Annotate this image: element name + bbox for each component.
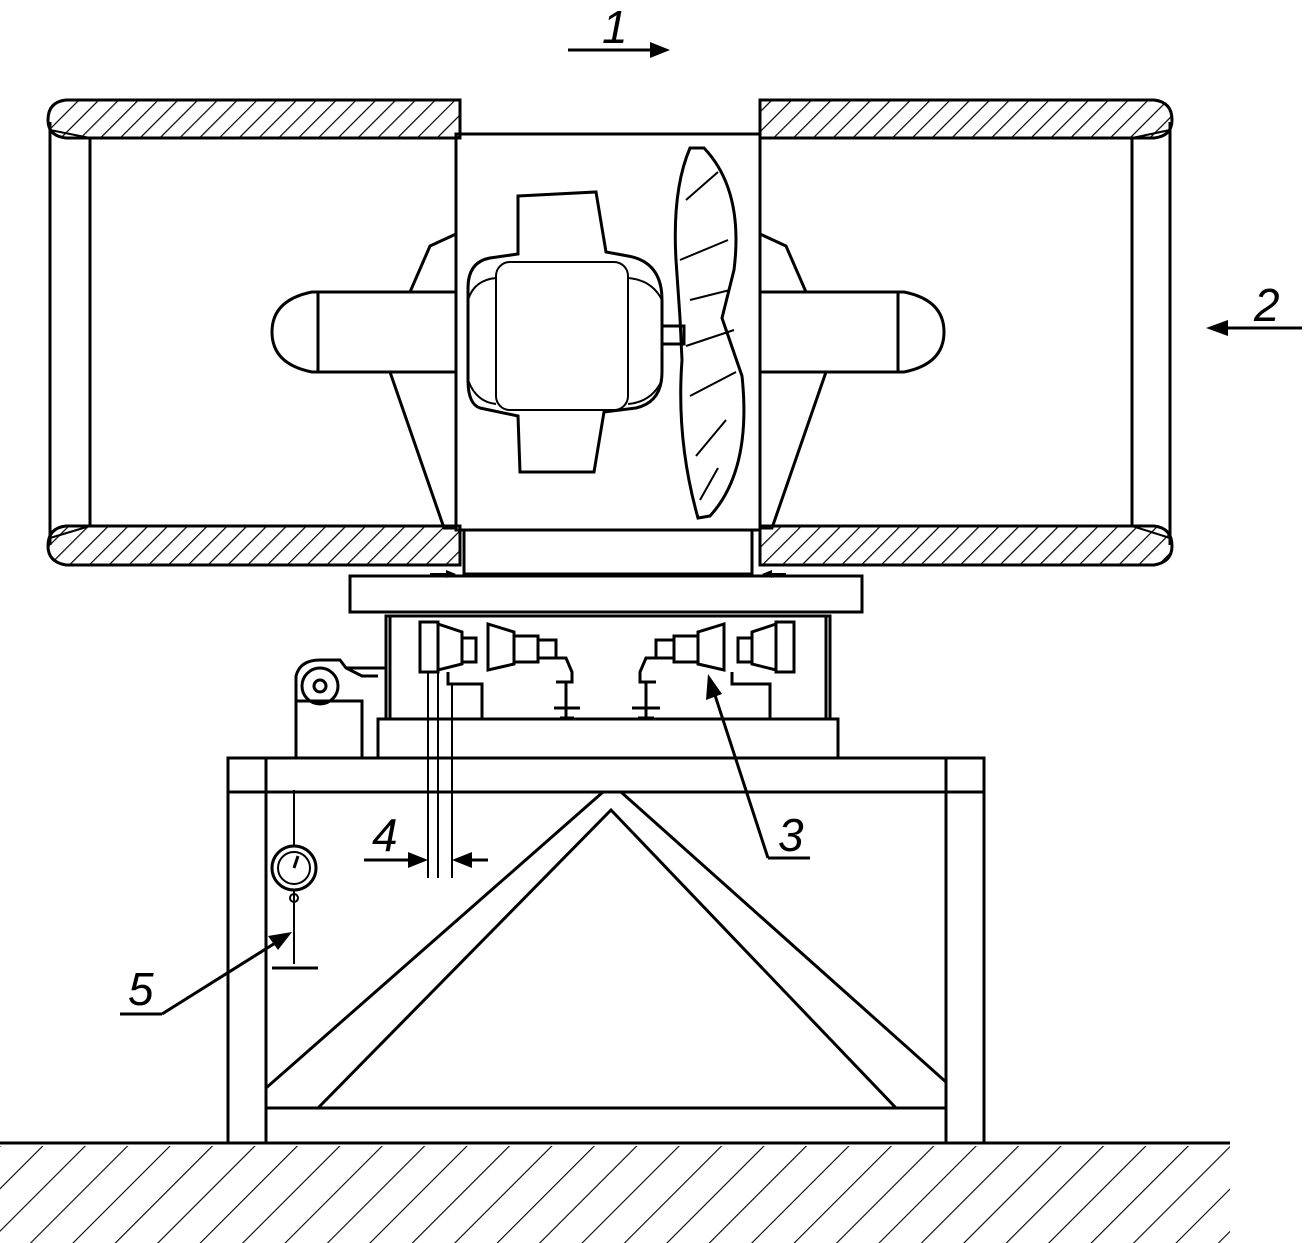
ground — [0, 1141, 1230, 1243]
dial-gauge — [270, 790, 318, 970]
label-4: 4 — [372, 809, 398, 861]
label-1: 1 — [602, 1, 628, 53]
wind-tunnel-duct — [46, 98, 1174, 576]
label-3: 3 — [778, 809, 804, 861]
annotation-arrows — [120, 42, 1302, 1016]
thrust-plate — [348, 574, 864, 614]
label-2: 2 — [1254, 279, 1280, 331]
engine-model — [270, 146, 946, 530]
label-5: 5 — [128, 963, 154, 1015]
balance-platform — [376, 614, 840, 760]
thrust-rods — [427, 672, 453, 878]
pulley-unit — [294, 658, 386, 760]
support-frame — [226, 756, 986, 1145]
